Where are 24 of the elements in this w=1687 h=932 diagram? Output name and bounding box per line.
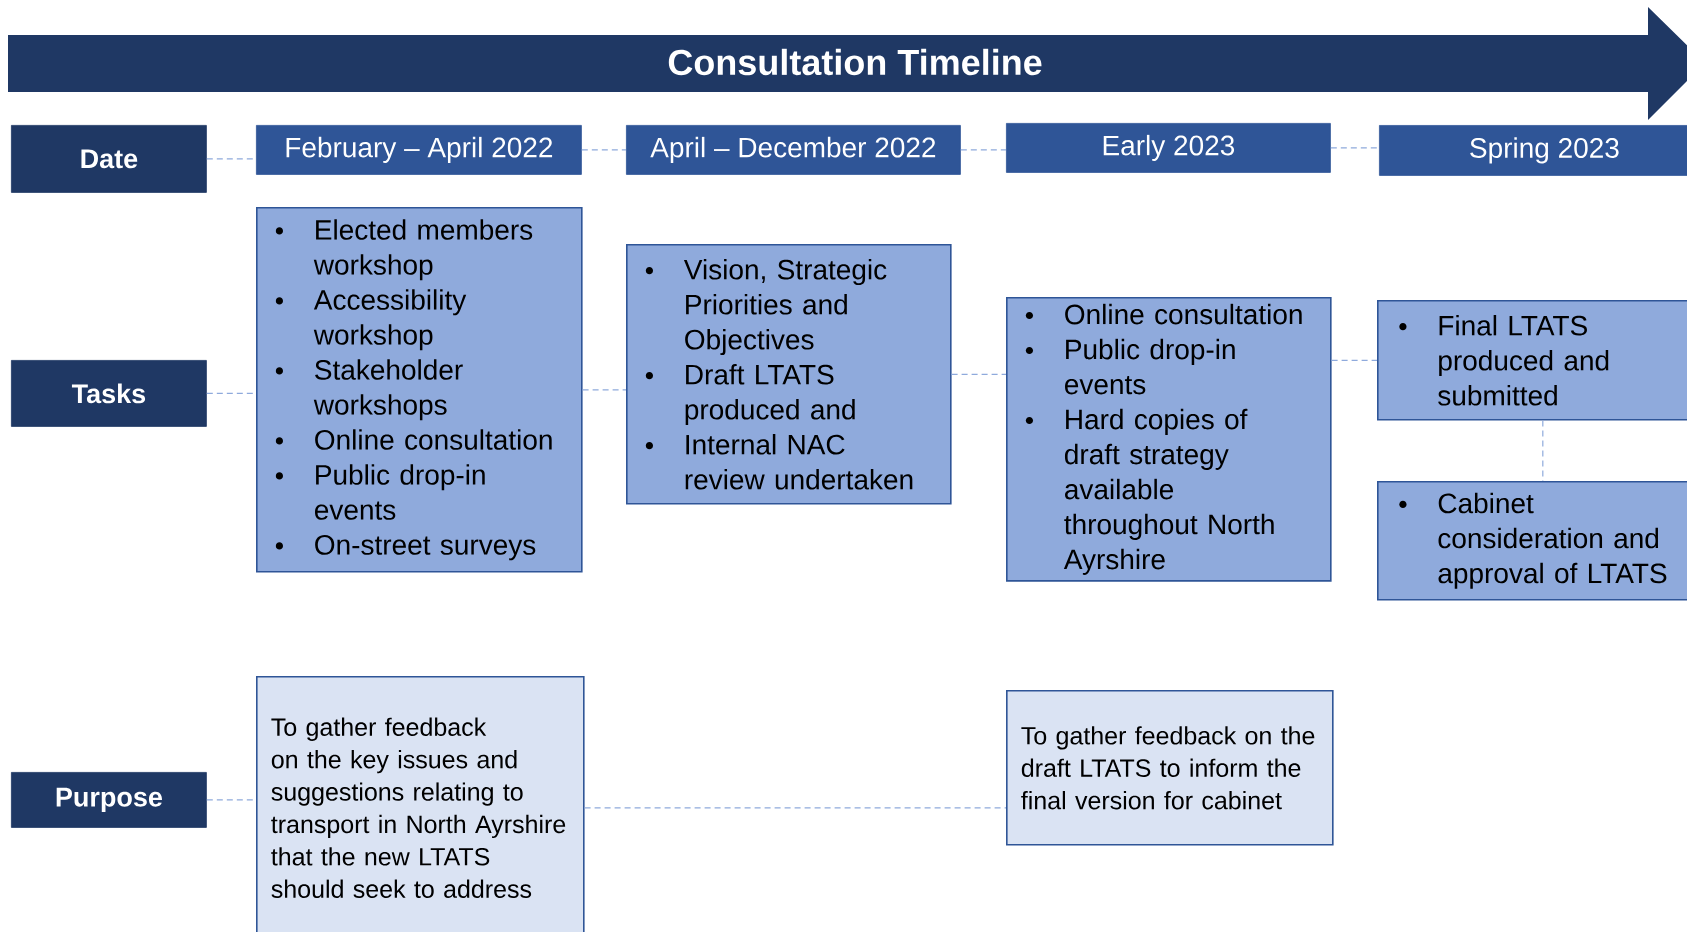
connector-line	[581, 149, 627, 151]
connector-line	[1330, 147, 1380, 149]
title-banner: Consultation Timeline	[8, 7, 1687, 120]
connector-line	[960, 149, 1007, 151]
connector-line	[951, 373, 1007, 375]
row-label: Purpose	[11, 772, 207, 828]
connector-line	[206, 799, 257, 801]
task-box: Elected members workshop Accessibility workshop Stakeholder workshops Online consultation Public drop-in events On-street surveys	[256, 207, 583, 573]
task-box: Online consultation Public drop-in events Hard copies of draft strategy available throughout North Ayrshire	[1006, 297, 1332, 582]
date-box: April – December 2022	[626, 125, 961, 175]
connector-line	[1542, 420, 1544, 482]
task-box: Cabinet consideration and approval of LTATS	[1377, 481, 1687, 601]
row-label: Date	[11, 125, 207, 193]
row-label: Tasks	[11, 360, 207, 427]
purpose-box: To gather feedback on the key issues and suggestions relating to transport in North Ayrshire that the new LTATS should seek to address	[256, 676, 585, 932]
date-box: Early 2023	[1006, 123, 1331, 173]
task-box: Vision, Strategic Priorities and Objectives Draft LTATS produced and Internal NAC review undertaken	[626, 244, 952, 505]
task-box: Final LTATS produced and submitted	[1377, 300, 1687, 421]
purpose-box: To gather feedback on the draft LTATS to inform the final version for cabinet	[1006, 690, 1334, 846]
connector-line	[1331, 359, 1378, 361]
connector-line	[584, 807, 1007, 809]
date-box: Spring 2023	[1379, 125, 1687, 176]
connector-line	[582, 389, 627, 391]
date-box: February – April 2022	[256, 125, 582, 175]
